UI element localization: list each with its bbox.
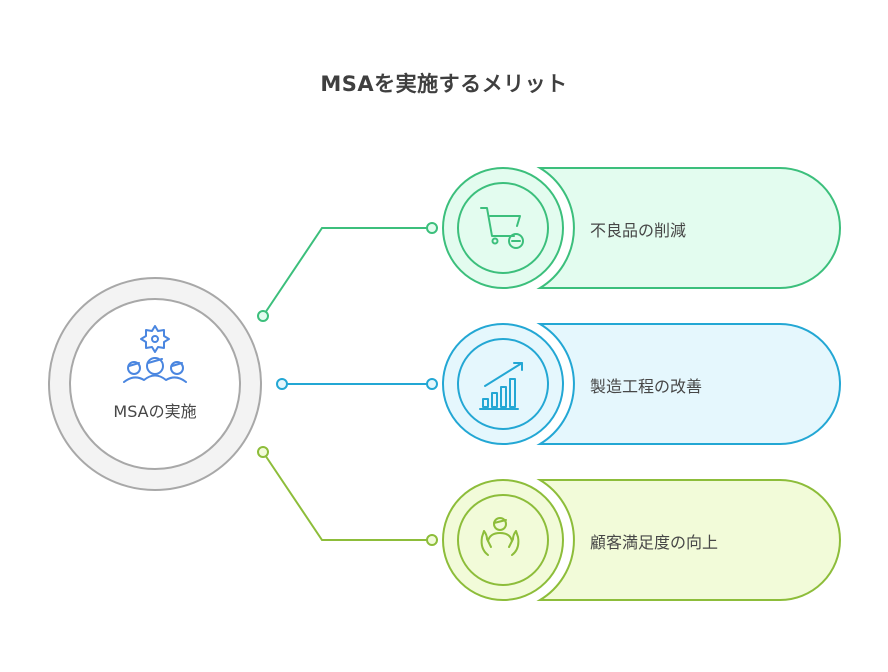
growth-chart-icon [479, 362, 523, 410]
connector-dot-end [426, 222, 438, 234]
center-label: MSAの実施 [113, 402, 197, 421]
branch-pill [536, 479, 841, 601]
branch-defect-reduction[interactable] [442, 167, 841, 289]
branch-inner-circle [457, 494, 549, 586]
branch-process-improvement[interactable] [442, 323, 841, 445]
connector-dot-end [426, 534, 438, 546]
cart-minus-icon [480, 207, 524, 249]
connector-dot-start [276, 378, 288, 390]
caring-hands-icon [480, 517, 520, 556]
branch-pill [536, 323, 841, 445]
branch-pill [536, 167, 841, 289]
branch-inner-circle [457, 182, 549, 274]
connector-dot-end [426, 378, 438, 390]
connector-dot-start [257, 446, 269, 458]
connector-customer-satisfaction [262, 451, 432, 541]
branch-inner-circle [457, 338, 549, 430]
branch-customer-satisfaction[interactable] [442, 479, 841, 601]
branch-label-defect-reduction: 不良品の削減 [590, 221, 687, 240]
connector-dot-start [257, 310, 269, 322]
branch-label-customer-satisfaction: 顧客満足度の向上 [590, 533, 719, 552]
team-gear-icon [123, 325, 187, 383]
branch-label-process-improvement: 製造工程の改善 [590, 377, 703, 396]
center-node[interactable] [48, 277, 262, 491]
connector-defect-reduction [262, 227, 432, 317]
diagram-title: MSAを実施するメリット [320, 72, 568, 96]
center-inner-circle [69, 298, 241, 470]
